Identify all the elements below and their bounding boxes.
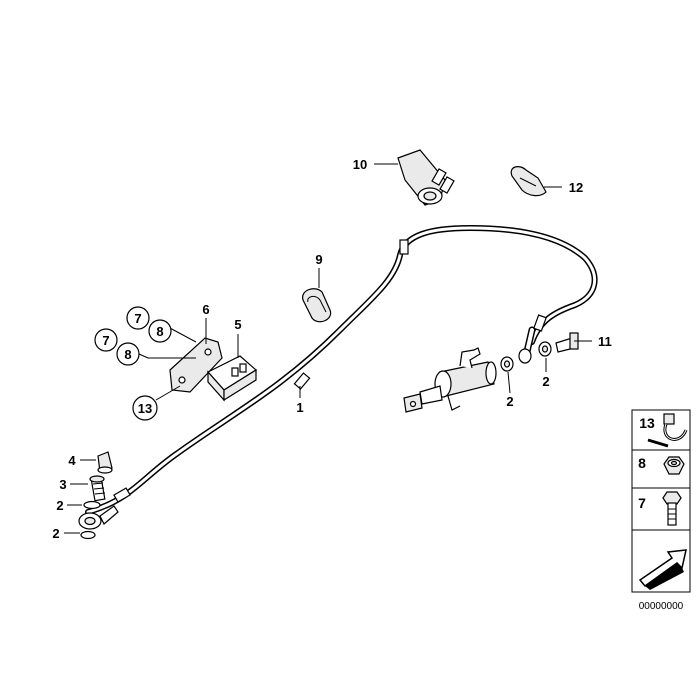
bleeder-cap	[97, 451, 113, 474]
callout-8: 8	[124, 347, 131, 362]
callout-7: 7	[134, 311, 141, 326]
callout-circle	[94, 328, 118, 352]
parts-legend: 13 8 7	[631, 409, 691, 593]
callout-2: 2	[506, 394, 513, 409]
union-fitting	[518, 348, 532, 364]
callout-circle	[116, 342, 140, 366]
legend-number: 7	[638, 495, 646, 511]
callout-circle	[126, 306, 150, 330]
diagram-id: 00000000	[639, 601, 684, 612]
master-cylinder	[403, 347, 497, 413]
callout-1: 1	[296, 400, 303, 415]
sealing-washer	[538, 341, 552, 357]
arrow-icon	[638, 549, 687, 590]
callout-4: 4	[68, 453, 76, 468]
banjo-fitting	[78, 505, 119, 530]
callout-10: 10	[353, 157, 367, 172]
callout-7: 7	[102, 333, 109, 348]
leader-lines	[64, 163, 592, 534]
callout-13: 13	[138, 401, 152, 416]
callout-5: 5	[234, 317, 241, 332]
clutch-hose	[85, 224, 598, 515]
callouts: 1 2 2 2 2 3 4 5 6 11 9 10 12 7 8 7 8 13	[52, 157, 611, 541]
hose-clip	[302, 288, 332, 323]
bleeder-screw	[89, 475, 106, 502]
hex-bolt-icon	[662, 491, 682, 526]
callout-6: 6	[202, 302, 209, 317]
callout-9: 9	[315, 252, 322, 267]
cable-tie-icon	[647, 413, 688, 448]
callout-2: 2	[52, 526, 59, 541]
hex-nut-icon	[663, 456, 685, 475]
holder-clip	[510, 166, 547, 197]
callout-8: 8	[156, 324, 163, 339]
bracket-plate	[169, 337, 223, 393]
legend-number: 13	[639, 415, 655, 431]
sealing-washer	[500, 356, 514, 372]
callout-2: 2	[56, 498, 63, 513]
callout-3: 3	[59, 477, 66, 492]
callout-2: 2	[542, 374, 549, 389]
sealing-ring	[80, 500, 101, 540]
callout-11: 11	[598, 334, 612, 349]
hose-holder	[207, 355, 258, 402]
callout-12: 12	[569, 180, 583, 195]
banjo-bolt	[555, 332, 579, 353]
callout-circle	[148, 319, 172, 343]
callout-circle	[132, 395, 158, 421]
legend-number: 8	[638, 455, 646, 471]
handlebar-clamp	[397, 149, 455, 206]
